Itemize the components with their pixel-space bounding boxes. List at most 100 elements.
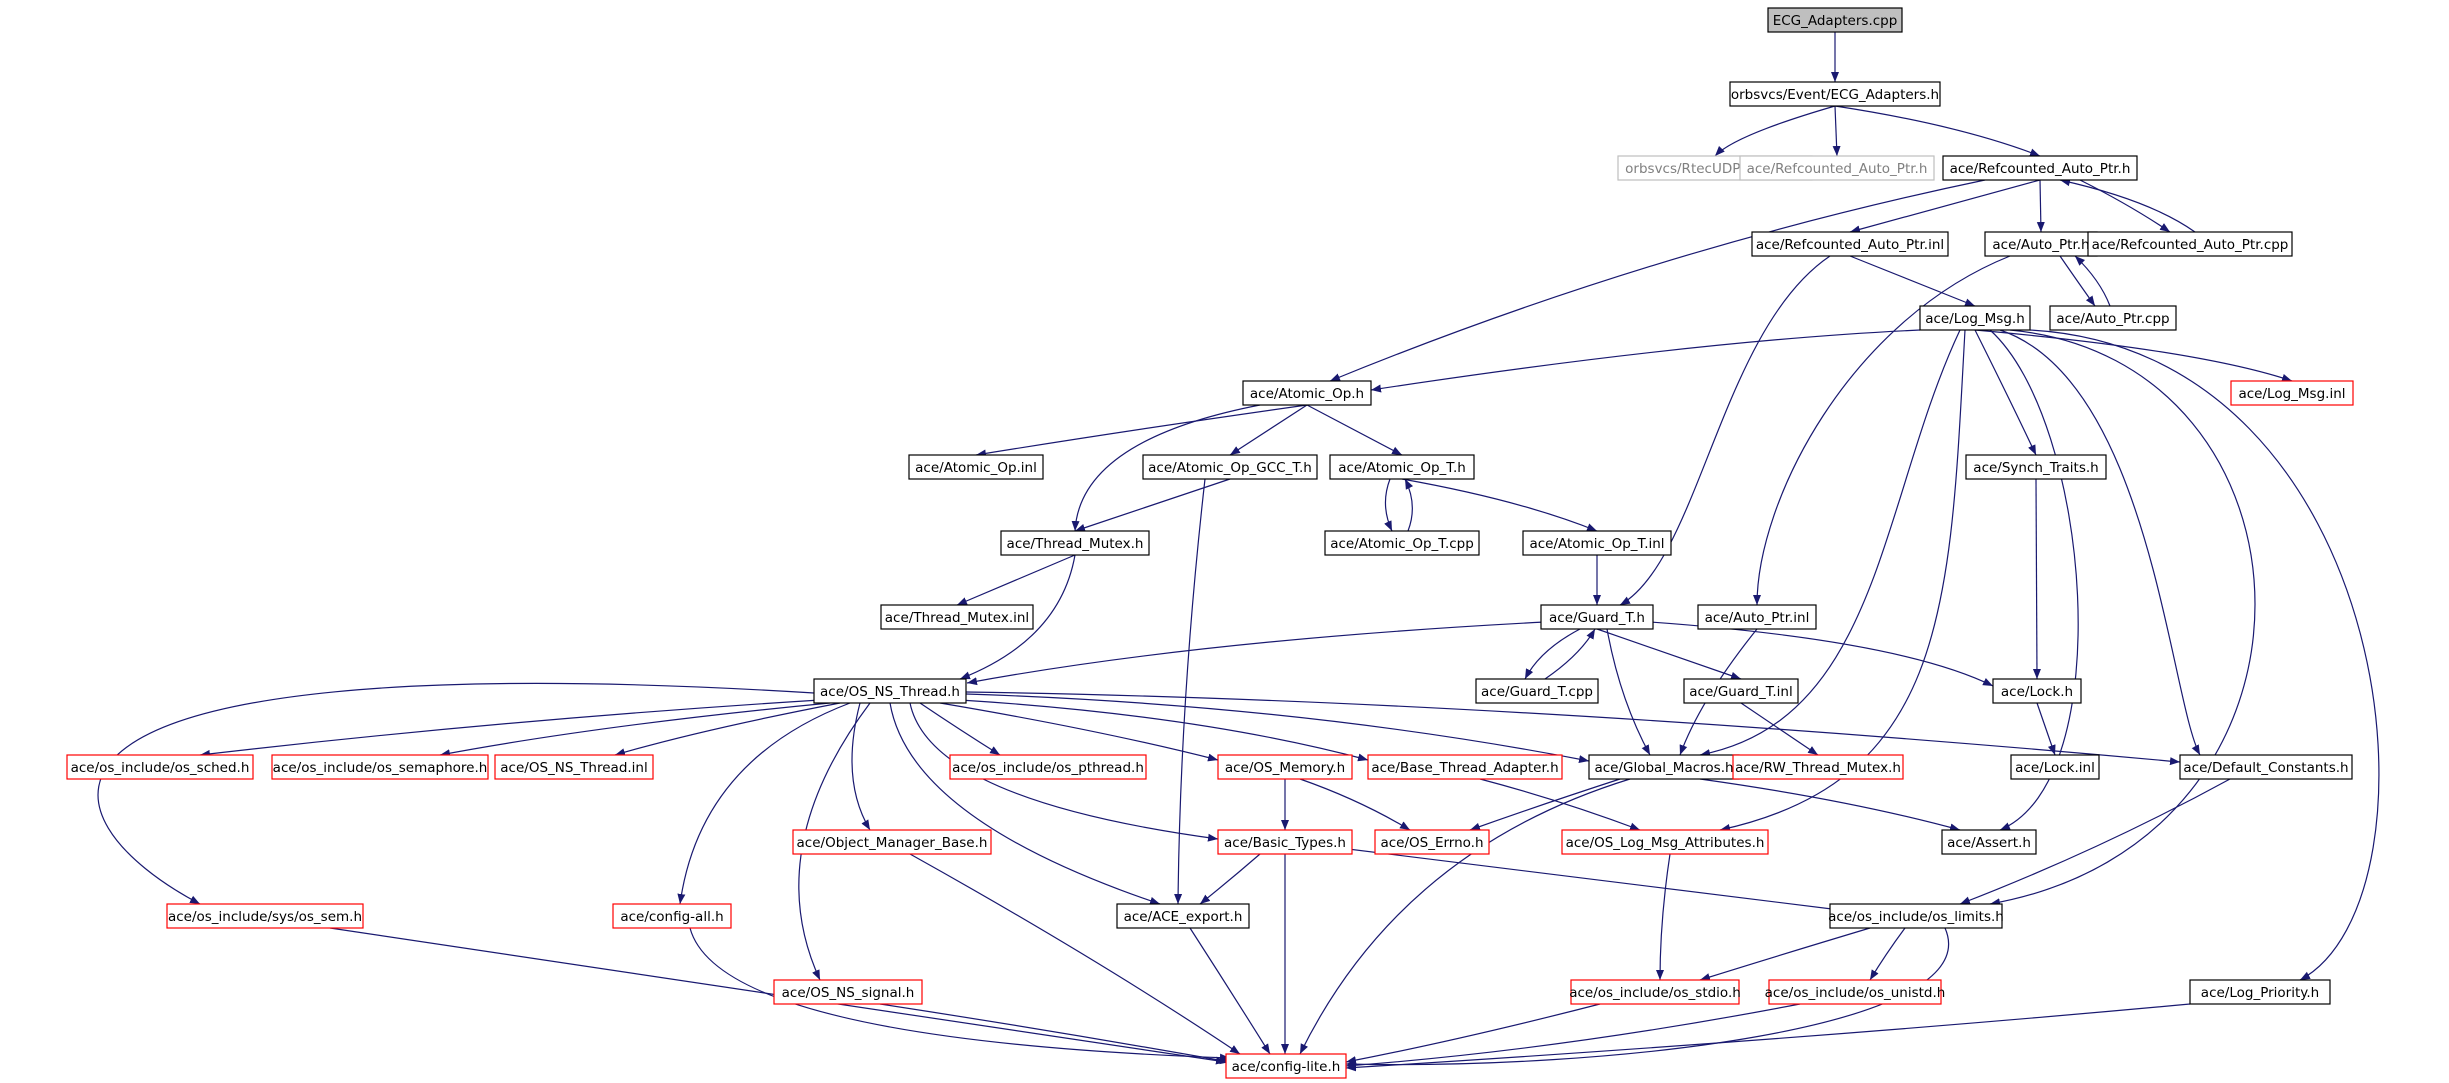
node-atomic_t_cpp[interactable]: ace/Atomic_Op_T.cpp <box>1324 530 1480 556</box>
node-label: ace/Guard_T.cpp <box>1481 684 1593 700</box>
edge-log_msg_h-to-atomic_op_h <box>1370 329 1921 393</box>
edge-log_msg_h-to-os_limits <box>1989 329 2256 907</box>
node-thread_mutex_inl[interactable]: ace/Thread_Mutex.inl <box>880 604 1034 630</box>
node-label: ace/Refcounted_Auto_Ptr.inl <box>1756 237 1944 253</box>
node-os_limits[interactable]: ace/os_include/os_limits.h <box>1828 903 2004 929</box>
node-rw_thread_mutex[interactable]: ace/RW_Thread_Mutex.h <box>1732 754 1904 780</box>
node-label: ace/Thread_Mutex.inl <box>885 610 1029 626</box>
node-os_ns_thread_inl[interactable]: ace/OS_NS_Thread.inl <box>494 754 654 780</box>
node-atomic_gcc[interactable]: ace/Atomic_Op_GCC_T.h <box>1142 454 1318 480</box>
node-label: ace/Refcounted_Auto_Ptr.h <box>1747 161 1928 177</box>
node-auto_ptr_h[interactable]: ace/Auto_Ptr.h <box>1984 231 2098 257</box>
node-basic_types[interactable]: ace/Basic_Types.h <box>1217 829 1353 855</box>
node-box <box>166 903 364 929</box>
node-base_thread_adapter[interactable]: ace/Base_Thread_Adapter.h <box>1367 754 1563 780</box>
node-thread_mutex_h[interactable]: ace/Thread_Mutex.h <box>1000 530 1150 556</box>
node-box <box>792 829 992 855</box>
node-ecg_h[interactable]: orbsvcs/Event/ECG_Adapters.h <box>1729 81 1941 107</box>
edge-os_ns_thread_h-to-os_ns_thread_inl <box>614 702 841 757</box>
node-log_msg_inl[interactable]: ace/Log_Msg.inl <box>2230 380 2354 406</box>
edge-os_log_msg_attr-to-os_stdio <box>1656 853 1671 981</box>
edge-log_priority-to-config_lite <box>1345 1003 2191 1072</box>
node-box <box>1919 305 2031 331</box>
node-ace_export[interactable]: ace/ACE_export.h <box>1116 903 1250 929</box>
edge-os_ns_thread_h-to-config_all <box>677 702 851 905</box>
node-log_priority[interactable]: ace/Log_Priority.h <box>2189 979 2331 1005</box>
edge-atomic_t_h-to-atomic_t_cpp <box>1384 478 1393 532</box>
edge-log_msg_h-to-default_constants <box>1999 329 2201 756</box>
node-os_unistd[interactable]: ace/os_include/os_unistd.h <box>1765 979 1946 1005</box>
node-default_constants[interactable]: ace/Default_Constants.h <box>2179 754 2353 780</box>
node-os_stdio[interactable]: ace/os_include/os_stdio.h <box>1569 979 1741 1005</box>
node-box <box>813 678 967 704</box>
node-atomic_op_h[interactable]: ace/Atomic_Op.h <box>1242 380 1372 406</box>
node-label: ace/Atomic_Op_GCC_T.h <box>1148 460 1312 476</box>
node-label: ace/OS_Memory.h <box>1225 760 1345 776</box>
node-os_ns_thread_h[interactable]: ace/OS_NS_Thread.h <box>813 678 967 704</box>
node-config_all[interactable]: ace/config-all.h <box>612 903 732 929</box>
node-label: ace/Log_Priority.h <box>2201 985 2319 1001</box>
node-refauto_inl[interactable]: ace/Refcounted_Auto_Ptr.inl <box>1751 231 1949 257</box>
edge-lock_h-to-lock_inl <box>2036 702 2056 756</box>
node-box <box>2189 979 2331 1005</box>
edge-guard_t_h-to-os_ns_thread_h <box>966 621 1546 686</box>
node-object_manager_base[interactable]: ace/Object_Manager_Base.h <box>792 829 992 855</box>
node-log_msg_h[interactable]: ace/Log_Msg.h <box>1919 305 2031 331</box>
node-os_sem[interactable]: ace/os_include/sys/os_sem.h <box>166 903 364 929</box>
node-label: orbsvcs/Event/ECG_Adapters.h <box>1731 87 1939 103</box>
node-os_log_msg_attr[interactable]: ace/OS_Log_Msg_Attributes.h <box>1561 829 1769 855</box>
edge-atomic_gcc-to-ace_export <box>1174 478 1206 905</box>
node-guard_t_h[interactable]: ace/Guard_T.h <box>1540 604 1654 630</box>
node-box <box>2230 380 2354 406</box>
node-os_memory[interactable]: ace/OS_Memory.h <box>1217 754 1353 780</box>
edge-refauto_h-to-refauto_inl <box>1849 179 2041 234</box>
node-atomic_t_inl[interactable]: ace/Atomic_Op_T.inl <box>1522 530 1672 556</box>
node-label: ace/Atomic_Op_T.h <box>1338 460 1466 476</box>
edge-config_all-to-config_lite <box>689 927 1231 1062</box>
node-box <box>1732 754 1904 780</box>
node-auto_ptr_cpp[interactable]: ace/Auto_Ptr.cpp <box>2049 305 2177 331</box>
node-atomic_t_h[interactable]: ace/Atomic_Op_T.h <box>1329 454 1475 480</box>
node-os_sched[interactable]: ace/os_include/os_sched.h <box>66 754 254 780</box>
node-label: ace/RW_Thread_Mutex.h <box>1735 760 1901 776</box>
node-guard_t_cpp[interactable]: ace/Guard_T.cpp <box>1475 678 1599 704</box>
node-box <box>1767 7 1903 33</box>
edge-auto_ptr_cpp-to-auto_ptr_h <box>2074 255 2111 307</box>
node-synch_traits[interactable]: ace/Synch_Traits.h <box>1965 454 2107 480</box>
node-label: ace/OS_NS_Thread.h <box>820 684 960 700</box>
node-box <box>1540 604 1654 630</box>
edge-os_ns_thread_h-to-global_macros <box>965 693 1590 764</box>
edge-thread_mutex_h-to-os_ns_thread_h <box>959 554 1076 680</box>
node-label: ace/Auto_Ptr.cpp <box>2056 311 2169 327</box>
edge-os_ns_thread_h-to-base_thread_adapter <box>959 699 1369 762</box>
edge-global_macros-to-config_lite <box>1299 778 1631 1055</box>
edge-auto_ptr_h-to-auto_ptr_inl <box>1753 255 2011 606</box>
node-lock_inl[interactable]: ace/Lock.inl <box>2010 754 2100 780</box>
node-box <box>2049 305 2177 331</box>
node-label: ace/Atomic_Op.inl <box>915 460 1037 476</box>
edge-atomic_t_cpp-to-atomic_t_h <box>1404 478 1414 532</box>
node-lock_h[interactable]: ace/Lock.h <box>1992 678 2082 704</box>
edge-auto_ptr_h-to-auto_ptr_cpp <box>2059 255 2096 307</box>
edge-refauto_cpp-to-refauto_h <box>2059 178 2196 233</box>
node-config_lite[interactable]: ace/config-lite.h <box>1225 1053 1347 1079</box>
node-atomic_op_inl[interactable]: ace/Atomic_Op.inl <box>908 454 1044 480</box>
node-label: ace/os_include/os_sched.h <box>71 760 250 776</box>
node-os_ns_signal[interactable]: ace/OS_NS_signal.h <box>773 979 923 1005</box>
node-refauto_cpp[interactable]: ace/Refcounted_Auto_Ptr.cpp <box>2087 231 2293 257</box>
node-global_macros[interactable]: ace/Global_Macros.h <box>1588 754 1740 780</box>
node-os_errno[interactable]: ace/OS_Errno.h <box>1374 829 1490 855</box>
edge-os_limits-to-config_lite <box>1345 927 1949 1069</box>
node-assert_h[interactable]: ace/Assert.h <box>1941 829 2037 855</box>
node-guard_t_inl[interactable]: ace/Guard_T.inl <box>1683 678 1799 704</box>
node-auto_ptr_inl[interactable]: ace/Auto_Ptr.inl <box>1697 604 1817 630</box>
node-box <box>880 604 1034 630</box>
node-os_semaphore[interactable]: ace/os_include/os_semaphore.h <box>271 754 489 780</box>
node-refauto_h[interactable]: ace/Refcounted_Auto_Ptr.h <box>1942 155 2138 181</box>
node-label: ace/Refcounted_Auto_Ptr.h <box>1950 161 2131 177</box>
edge-refauto_h-to-refauto_cpp <box>2079 179 2171 233</box>
node-label: ace/os_include/sys/os_sem.h <box>168 909 362 925</box>
node-ecg_cpp[interactable]: ECG_Adapters.cpp <box>1767 7 1903 33</box>
node-os_pthread[interactable]: ace/os_include/os_pthread.h <box>949 754 1147 780</box>
